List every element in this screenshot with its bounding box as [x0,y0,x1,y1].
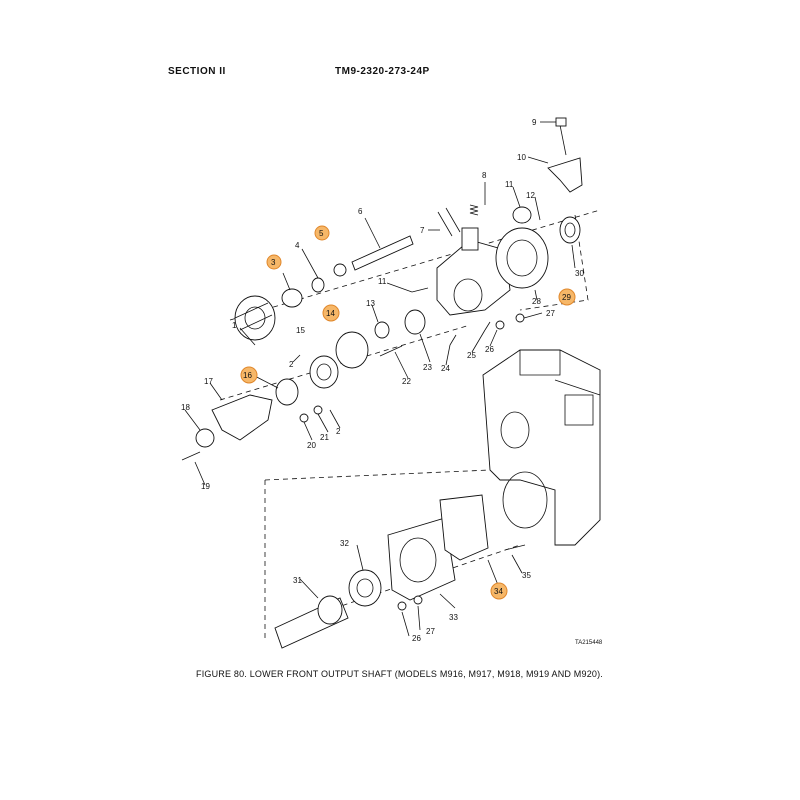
callout-2: 2 [289,360,294,369]
callout-29: 29 [562,293,571,302]
highlight-marker-16 [240,366,258,384]
callout-22: 22 [402,377,411,386]
callout-33: 33 [449,613,458,622]
callout-11: 11 [378,277,387,286]
callout-12: 11 [505,180,514,189]
callout-2-lower: 2 [336,427,341,436]
callout-27: 27 [546,309,555,318]
lower-components [274,494,526,649]
callout-34: 34 [494,587,503,596]
callout-14: 14 [326,309,335,318]
callout-6: 6 [358,207,363,216]
callout-7: 7 [420,226,425,235]
callout-26: 26 [485,345,494,354]
callout-30: 30 [575,269,584,278]
leader-lines [184,121,576,637]
highlight-marker-3 [266,254,282,270]
callout-19: 19 [201,482,210,491]
callout-26-lower: 26 [412,634,421,643]
highlight-marker-29 [558,288,576,306]
callout-24: 24 [441,364,450,373]
callout-8: 8 [482,171,487,180]
callout-18: 18 [181,403,190,412]
figure-caption: FIGURE 80. LOWER FRONT OUTPUT SHAFT (MOD… [196,669,604,679]
callout-25: 25 [467,351,476,360]
callout-labels: 9 10 8 11 12 7 6 5 4 3 11 28 29 30 27 1 … [181,118,584,643]
callout-15: 15 [296,326,305,335]
callout-35: 35 [522,571,531,580]
callout-11-top: 12 [526,191,535,200]
highlighted-callout-markers [240,225,576,600]
highlight-marker-5 [314,225,330,241]
callout-4: 4 [295,241,300,250]
callout-23: 23 [423,363,432,372]
upper-components [181,117,583,461]
callout-27-lower: 27 [426,627,435,636]
callout-17: 17 [204,377,213,386]
callout-3: 3 [271,258,276,267]
callout-1: 1 [232,321,237,330]
highlight-marker-14 [322,304,340,322]
art-reference-id: TA215448 [575,640,603,646]
callout-32: 32 [340,539,349,548]
section-header: SECTION II [168,66,226,77]
callout-16: 16 [243,371,252,380]
transfer-case-housing [482,349,601,546]
callout-21: 21 [320,433,329,442]
callout-20: 20 [307,441,316,450]
callout-28: 28 [532,297,541,306]
callout-5: 5 [319,229,324,238]
callout-10: 10 [517,153,526,162]
highlight-marker-34 [490,582,508,600]
callout-9: 9 [532,118,537,127]
callout-31: 31 [293,576,302,585]
callout-13: 13 [366,299,375,308]
manual-number: TM9-2320-273-24P [335,66,430,77]
